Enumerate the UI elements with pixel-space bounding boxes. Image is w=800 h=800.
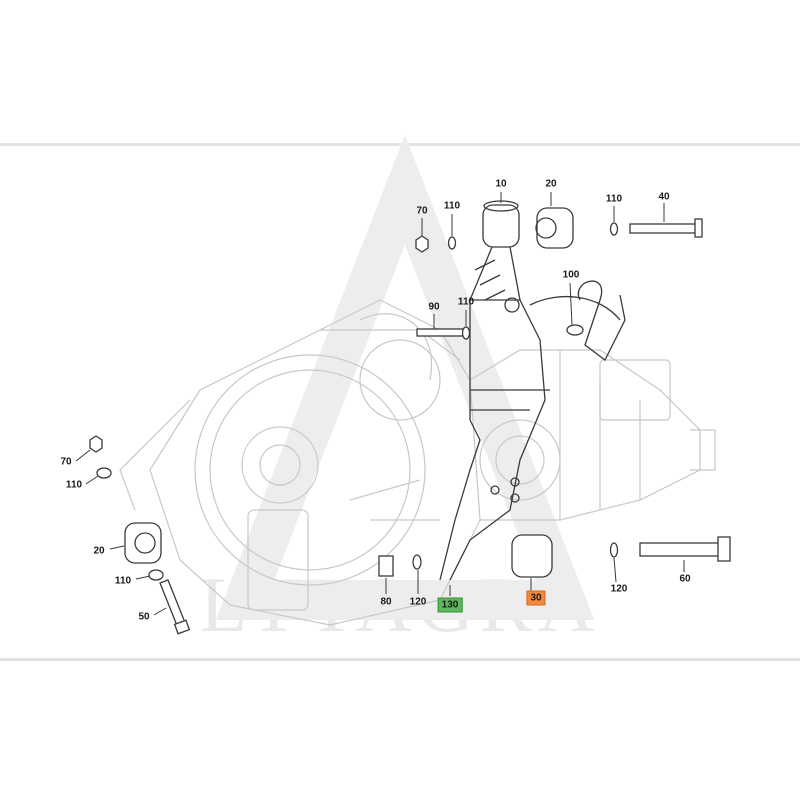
callout-20-top: 20 (545, 178, 557, 190)
callout-60: 60 (679, 573, 691, 585)
callout-70-left: 70 (60, 456, 72, 468)
transmission-housing (119, 299, 716, 626)
callout-110-left: 110 (65, 479, 83, 491)
watermark-logo (215, 134, 595, 620)
leader-lines (75, 192, 685, 616)
callout-110-top-right: 110 (605, 193, 623, 205)
callout-30-highlighted[interactable]: 30 (526, 590, 546, 606)
callout-10: 10 (495, 178, 507, 190)
callout-20-left: 20 (93, 545, 105, 557)
bracket-assembly (89, 200, 731, 635)
bottom-divider (0, 658, 800, 661)
callout-70-top: 70 (416, 205, 428, 217)
callout-40: 40 (658, 191, 670, 203)
callout-80: 80 (380, 596, 392, 608)
callout-100: 100 (562, 269, 580, 281)
callout-50: 50 (138, 611, 150, 623)
callout-110-middle: 110 (457, 296, 475, 308)
callout-110-top-left: 110 (443, 200, 461, 212)
top-divider (0, 143, 800, 146)
callout-110-lower-left: 110 (114, 575, 132, 587)
callout-90: 90 (428, 301, 440, 313)
callout-120-right: 120 (610, 583, 628, 595)
callout-120-bottom: 120 (409, 596, 427, 608)
callout-130-highlighted[interactable]: 130 (437, 597, 463, 613)
